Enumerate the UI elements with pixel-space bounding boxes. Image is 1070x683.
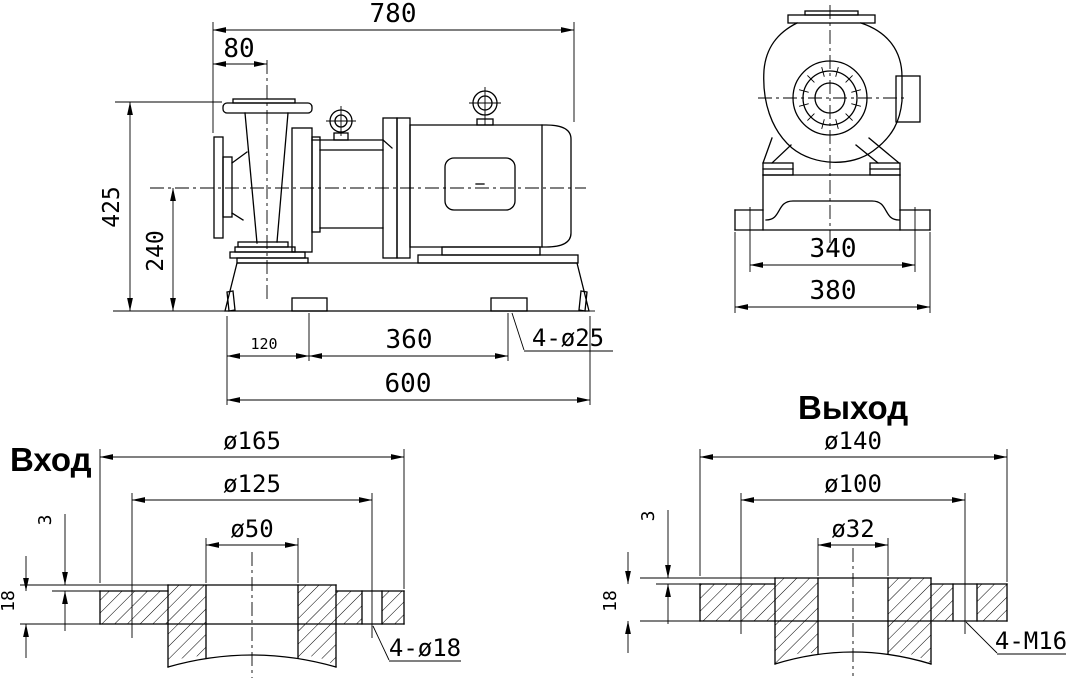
side-view-centerlines [150, 60, 586, 303]
dim-foot-offset: 120 [250, 335, 277, 353]
front-view-outline [734, 10, 931, 231]
inlet-dimensions: ø165 ø125 ø50 3 18 4-ø18 [0, 427, 461, 662]
side-view-dimensions: 780 80 425 240 120 360 600 4-ø25 [99, 0, 613, 405]
front-view-dimensions: 340 380 [734, 207, 931, 313]
impeller-ticks [798, 66, 862, 130]
dim-inlet-thickness: 18 [0, 590, 19, 612]
front-view-centerlines [758, 5, 908, 243]
dim-base-length: 600 [385, 369, 432, 399]
dim-outlet-face-height: 3 [638, 511, 659, 522]
front-view: 340 380 [734, 5, 931, 313]
outlet-title: Выход [798, 389, 908, 426]
label-outlet-bolt-holes: 4-M16 [995, 627, 1067, 655]
dim-outlet-bore: ø32 [831, 515, 874, 543]
side-view-thin-lines [113, 87, 595, 312]
inlet-title: Вход [10, 441, 92, 478]
label-inlet-bolt-holes: 4-ø18 [389, 634, 461, 662]
dim-outlet-bolt-circle: ø100 [824, 470, 882, 498]
dim-overall-height: 425 [99, 186, 125, 228]
dim-foot-spacing: 360 [386, 325, 433, 355]
outlet-dimensions: ø140 ø100 ø32 3 18 4-M16 [600, 427, 1067, 655]
dim-inlet-bolt-circle: ø125 [223, 470, 281, 498]
dim-foot-span: 340 [810, 234, 857, 264]
dim-inlet-outer-diameter: ø165 [223, 427, 281, 455]
dim-inlet-face-height: 3 [35, 515, 56, 526]
label-anchor-holes: 4-ø25 [532, 324, 604, 352]
side-view-outline [213, 90, 590, 312]
dim-axis-height: 240 [143, 230, 169, 272]
dim-base-width: 380 [810, 276, 857, 306]
outlet-outline [699, 577, 1008, 665]
inlet-flange-section: ø165 ø125 ø50 3 18 4-ø18 Вход [0, 427, 461, 678]
inlet-hatching [100, 585, 404, 667]
side-view: 780 80 425 240 120 360 600 4-ø25 [99, 0, 613, 405]
dim-overall-length: 780 [370, 0, 417, 29]
inlet-outline [99, 584, 405, 668]
dim-outlet-thickness: 18 [600, 590, 621, 612]
dim-inlet-offset: 80 [223, 34, 254, 64]
outlet-flange-section: ø140 ø100 ø32 3 18 4-M16 Выход [600, 389, 1067, 676]
dim-inlet-bore: ø50 [230, 515, 273, 543]
dim-outlet-outer-diameter: ø140 [824, 427, 882, 455]
